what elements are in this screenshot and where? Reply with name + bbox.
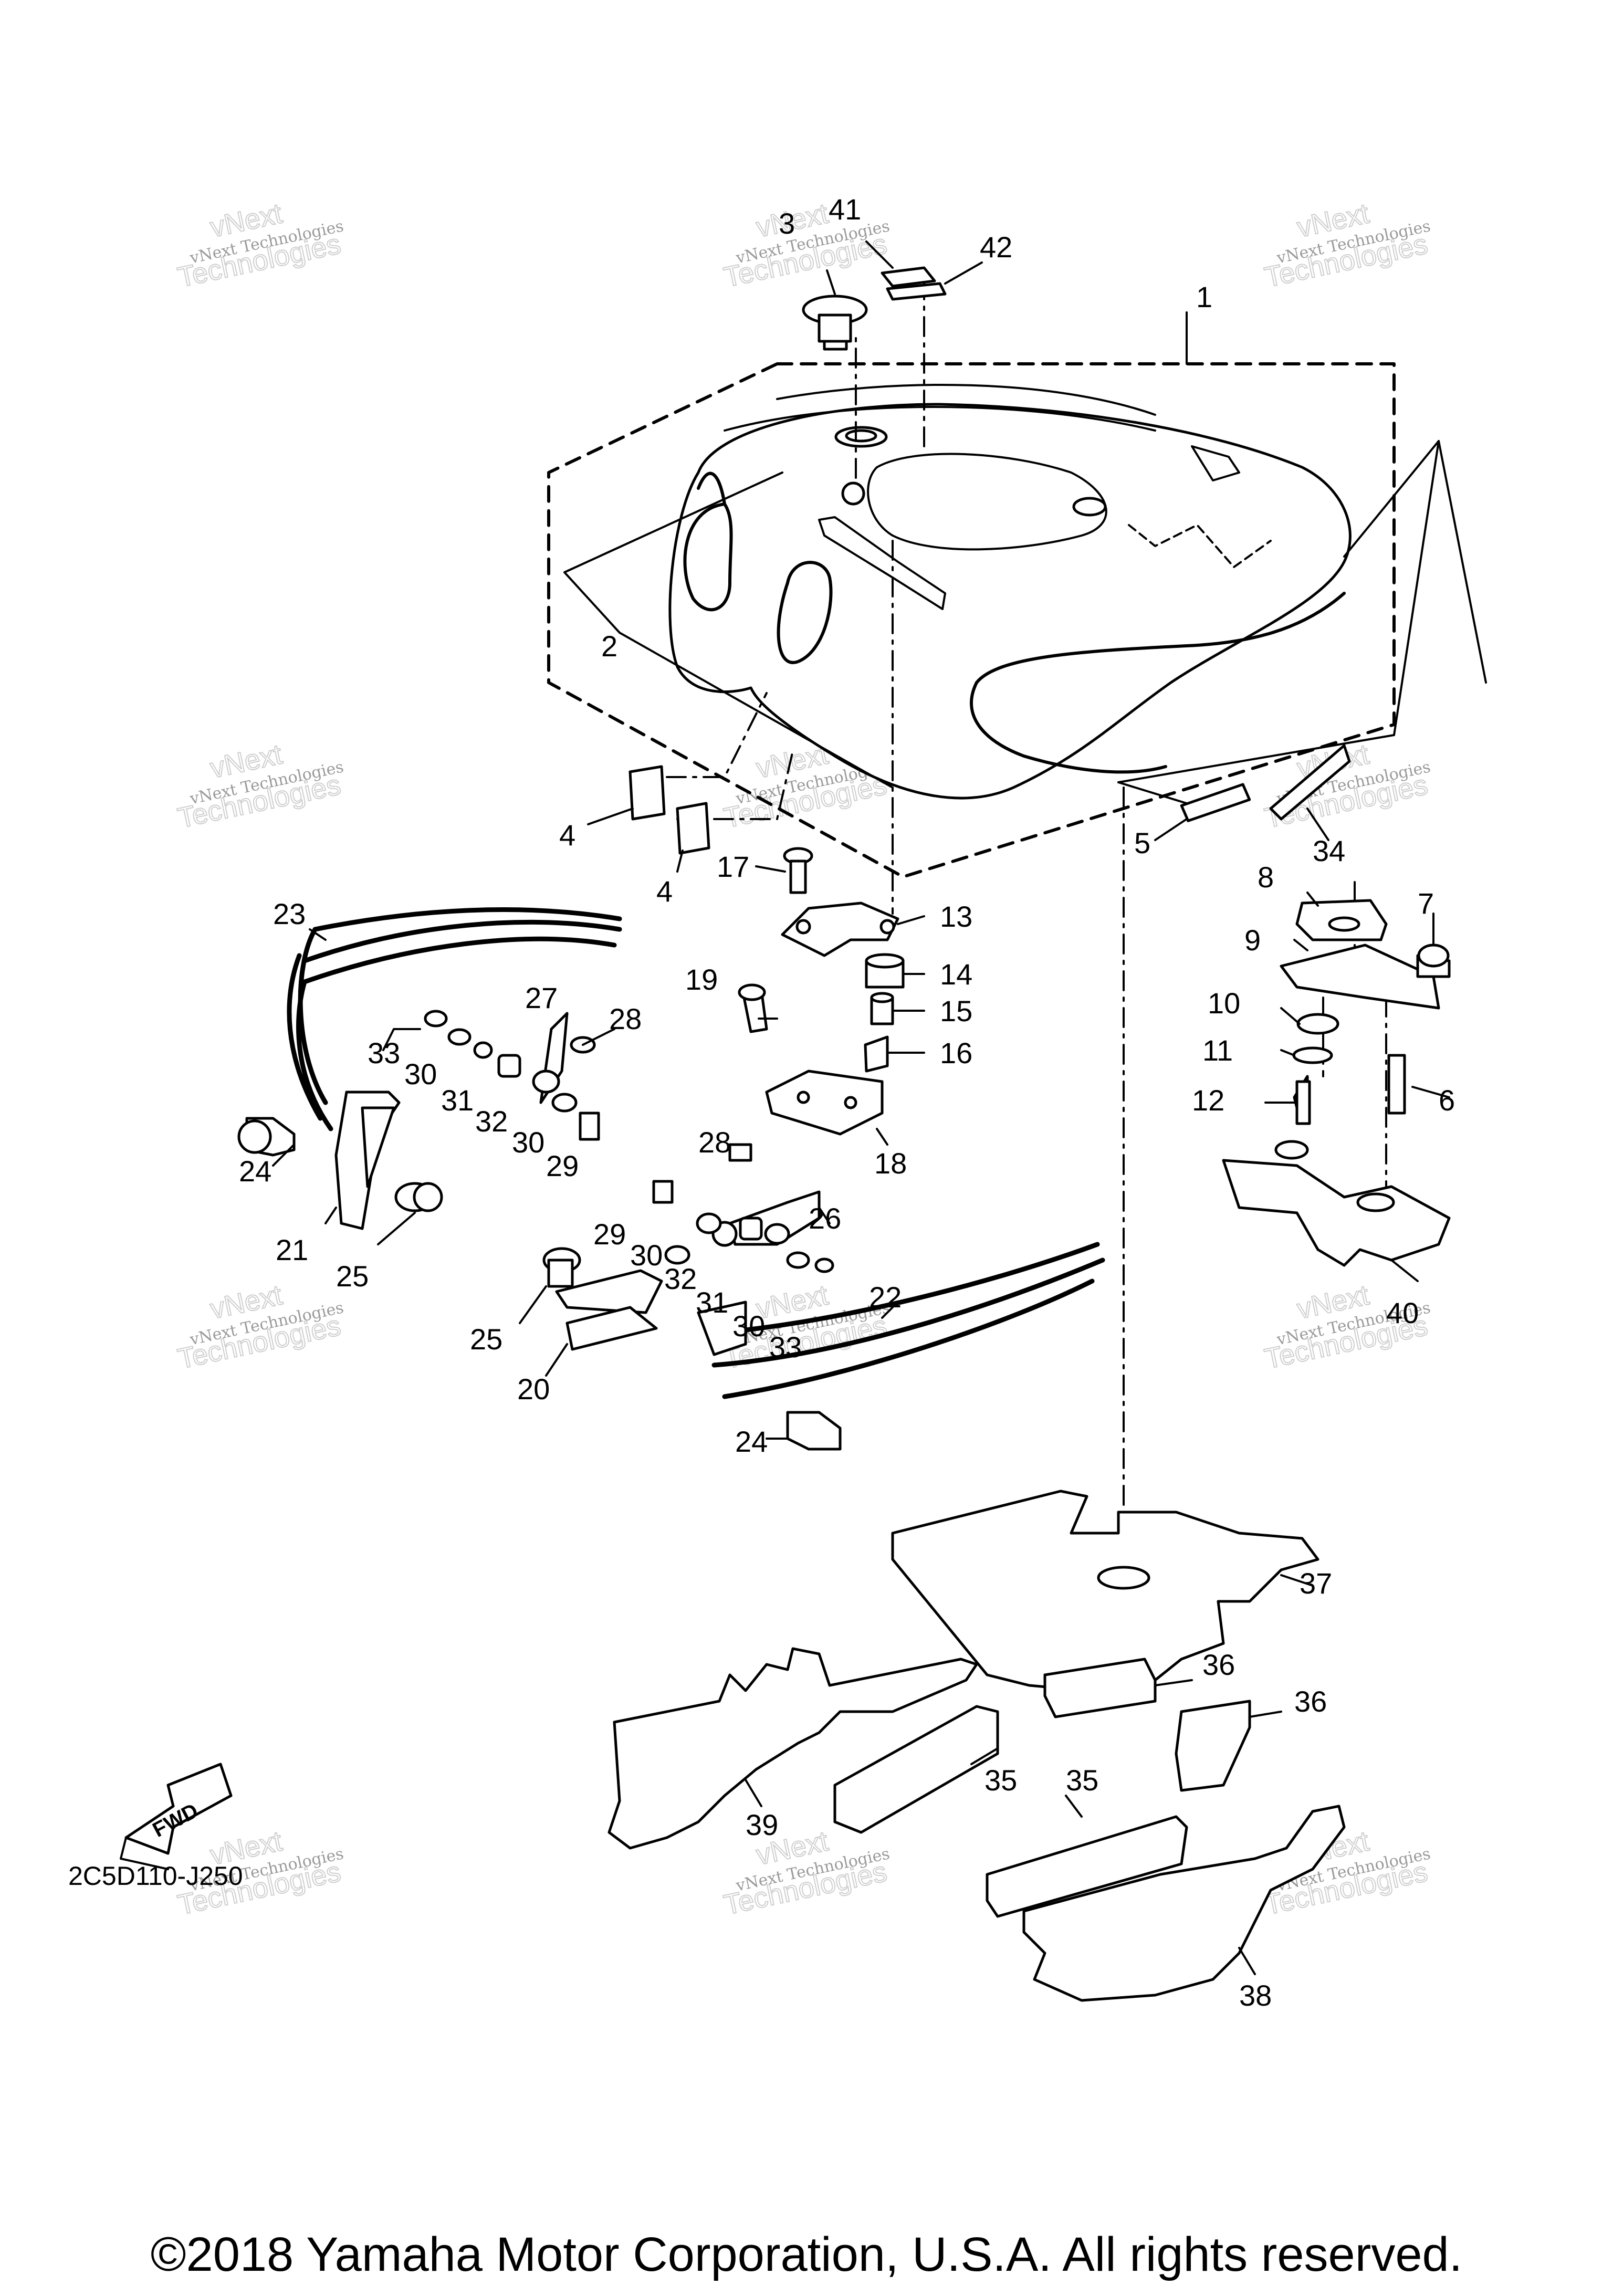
part-label-30: 30	[512, 1126, 544, 1159]
part-label-28: 28	[609, 1002, 642, 1035]
part-label-32: 32	[475, 1105, 508, 1138]
part-label-30: 30	[404, 1057, 437, 1091]
watermark: vNext Technologies vNext Technologies	[1261, 197, 1432, 293]
part-label-40: 40	[1386, 1296, 1419, 1329]
part-label-23: 23	[273, 897, 306, 930]
watermark: vNext Technologies vNext Technologies	[174, 197, 345, 293]
part-label-24: 24	[735, 1425, 768, 1458]
part-label-35: 35	[984, 1764, 1017, 1797]
part-label-10: 10	[1208, 987, 1240, 1020]
diagram-code: 2C5D110-J250	[68, 1861, 243, 1891]
fuel-tank	[668, 383, 1352, 800]
part-label-24: 24	[239, 1155, 271, 1188]
part-label-29: 29	[546, 1149, 579, 1182]
part-label-14: 14	[940, 958, 972, 991]
part-label-33: 33	[769, 1330, 802, 1364]
part-label-34: 34	[1313, 834, 1345, 867]
part-label-5: 5	[1134, 826, 1150, 859]
part-label-25: 25	[336, 1260, 369, 1293]
fuel-cap-part	[802, 269, 868, 351]
pad-parts-4	[587, 765, 710, 873]
part-label-35: 35	[1066, 1764, 1098, 1797]
part-label-30: 30	[630, 1239, 663, 1272]
part-label-9: 9	[1244, 924, 1261, 957]
part-label-17: 17	[717, 850, 749, 883]
part-label-26: 26	[809, 1202, 841, 1235]
part-label-2: 2	[601, 630, 617, 663]
part-label-15: 15	[940, 994, 972, 1028]
part-label-36: 36	[1294, 1685, 1327, 1718]
part-label-42: 42	[980, 230, 1012, 264]
part-label-37: 37	[1300, 1567, 1332, 1600]
foam-pad-parts	[833, 1658, 1282, 1918]
part-label-25: 25	[470, 1323, 502, 1356]
insulator-pieces-38-39	[608, 1647, 1346, 2002]
part-label-1: 1	[1196, 280, 1212, 313]
leader-lines-tank	[563, 282, 1487, 1576]
part-label-36: 36	[1202, 1648, 1235, 1681]
part-label-18: 18	[874, 1147, 907, 1180]
part-label-20: 20	[517, 1372, 550, 1406]
part-label-16: 16	[940, 1036, 972, 1070]
part-label-38: 38	[1239, 1979, 1272, 2012]
part-label-4: 4	[656, 875, 673, 908]
part-label-27: 27	[525, 981, 558, 1014]
part-label-13: 13	[940, 900, 972, 933]
copyright-footer: ©2018 Yamaha Motor Corporation, U.S.A. A…	[151, 2228, 1462, 2281]
part-label-3: 3	[779, 207, 795, 240]
watermark: vNext Technologies vNext Technologies	[720, 197, 891, 293]
part-label-22: 22	[869, 1281, 902, 1314]
part-label-11: 11	[1202, 1034, 1233, 1067]
front-mount-bracket-parts	[738, 847, 925, 1146]
insulator-sheet-part-37	[891, 1490, 1319, 1692]
part-label-33: 33	[368, 1036, 400, 1070]
part-label-29: 29	[593, 1218, 626, 1251]
part-number-labels: 1 2 3 41 42 4 4 5 34 17 13 14 15 16 19 1…	[239, 193, 1455, 2012]
part-label-8: 8	[1258, 861, 1274, 894]
part-label-31: 31	[696, 1286, 728, 1319]
watermark: vNext Technologies vNext Technologies	[174, 1278, 345, 1375]
part-label-39: 39	[746, 1808, 778, 1841]
part-label-30: 30	[732, 1309, 765, 1343]
part-label-19: 19	[685, 963, 718, 996]
rear-mount-parts	[1222, 892, 1451, 1282]
part-label-41: 41	[829, 193, 861, 226]
tank-assembly-dashed-outline	[547, 362, 1396, 878]
part-label-7: 7	[1418, 887, 1434, 920]
decal-parts-41-42	[865, 240, 983, 301]
strip-parts-5-34	[1154, 744, 1351, 841]
part-label-6: 6	[1439, 1084, 1455, 1117]
right-side-trim-parts	[519, 1143, 1105, 1451]
part-label-4: 4	[559, 819, 575, 852]
left-side-trim-parts	[237, 907, 622, 1245]
part-label-12: 12	[1192, 1084, 1224, 1117]
watermark: vNext Technologies vNext Technologies	[174, 738, 345, 834]
part-label-31: 31	[441, 1084, 474, 1117]
part-label-32: 32	[664, 1262, 697, 1295]
part-label-28: 28	[698, 1126, 731, 1159]
part-label-21: 21	[276, 1233, 308, 1266]
